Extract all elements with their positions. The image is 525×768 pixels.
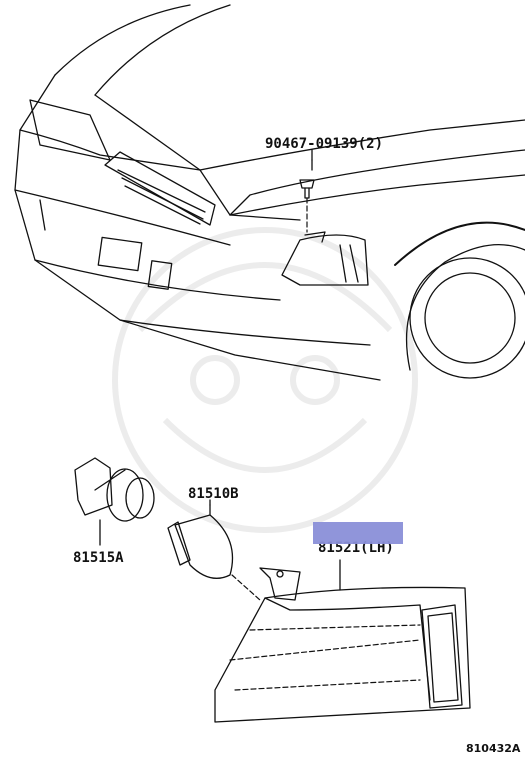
socket-part — [74, 457, 155, 546]
car-body-outline — [14, 4, 525, 381]
lamp-part-number: 81521(LH) — [318, 540, 394, 556]
socket-part-number: 81515A — [73, 550, 124, 566]
part-highlight[interactable] — [313, 522, 403, 544]
leader-lines — [209, 149, 313, 506]
bulb-part-number: 81510B — [188, 486, 239, 502]
watermark-emblem — [112, 227, 418, 533]
corner-lamp-part — [214, 559, 471, 723]
corner-lamp-on-car — [281, 231, 369, 286]
bulb-part — [167, 504, 261, 601]
bolt-part — [299, 159, 315, 233]
illustration-number: 810432A — [466, 742, 521, 755]
bolt-part-number: 90467-09139(2) — [265, 136, 384, 152]
